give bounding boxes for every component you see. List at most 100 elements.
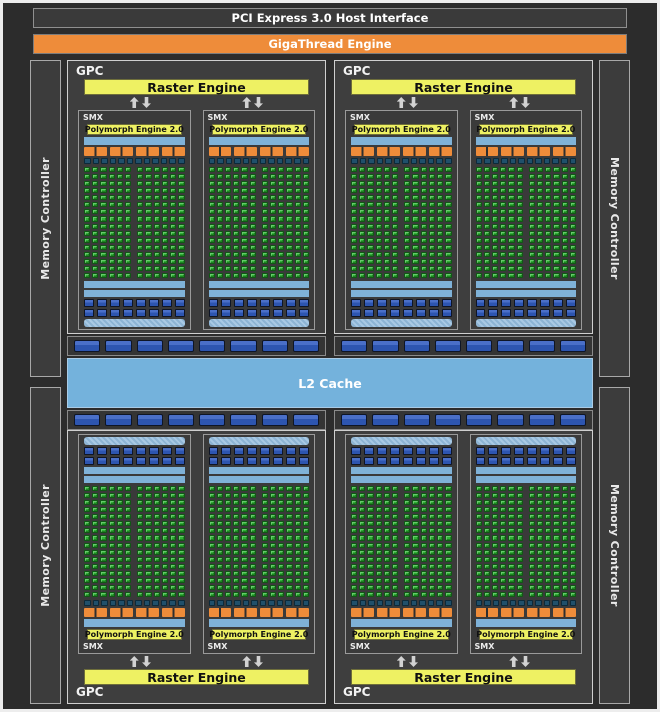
up-down-arrows <box>242 656 263 667</box>
texture-unit-seg <box>247 299 257 307</box>
cuda-core <box>217 188 223 193</box>
cuda-core <box>209 535 215 540</box>
warp-scheduler-seg <box>351 608 374 617</box>
cuda-core <box>241 543 247 548</box>
cuda-core <box>162 493 168 498</box>
cuda-core <box>492 486 498 491</box>
texture-unit-seg <box>488 457 498 465</box>
register-file-seg <box>84 158 91 164</box>
warp-scheduler-seg <box>429 147 452 156</box>
texture-unit-seg <box>299 457 309 465</box>
cuda-core <box>517 500 523 505</box>
cuda-core <box>421 514 427 519</box>
register-file-seg <box>445 600 452 606</box>
cuda-core <box>92 514 98 519</box>
texture-unit-seg <box>514 447 524 455</box>
cuda-core <box>429 585 435 590</box>
cuda-core <box>404 514 410 519</box>
cuda-core <box>384 209 390 214</box>
register-file-seg <box>294 158 301 164</box>
cuda-core <box>404 259 410 264</box>
crossbar-seg <box>293 414 319 426</box>
cuda-core <box>545 174 551 179</box>
cuda-core <box>376 592 382 597</box>
cuda-core <box>517 188 523 193</box>
l1-cache-bar <box>351 290 452 297</box>
register-file-seg <box>385 158 392 164</box>
cuda-core <box>117 571 123 576</box>
pci-host-interface-bar: PCI Express 3.0 Host Interface <box>33 8 627 28</box>
cuda-core <box>154 550 160 555</box>
crossbar-seg <box>293 340 319 352</box>
cuda-core <box>100 224 106 229</box>
cuda-core <box>241 238 247 243</box>
cuda-core <box>145 224 151 229</box>
cuda-core <box>162 486 168 491</box>
texture-unit-seg <box>175 309 185 317</box>
cuda-core <box>225 209 231 214</box>
cuda-core <box>392 500 398 505</box>
crossbar-segment-group <box>67 336 326 356</box>
cuda-core <box>562 167 568 172</box>
cuda-core <box>508 535 514 540</box>
cuda-core <box>545 181 551 186</box>
cuda-core <box>109 231 115 236</box>
cuda-core <box>100 245 106 250</box>
cuda-core <box>384 252 390 257</box>
cuda-core <box>500 550 506 555</box>
cuda-core <box>100 252 106 257</box>
cuda-core <box>545 195 551 200</box>
cuda-core <box>421 216 427 221</box>
cuda-core <box>154 543 160 548</box>
cuda-core <box>570 238 576 243</box>
cuda-core <box>570 202 576 207</box>
cuda-core <box>351 174 357 179</box>
cuda-core <box>286 550 292 555</box>
polymorph-engine-bar: Polymorph Engine 2.0 <box>354 124 449 135</box>
cuda-core <box>384 245 390 250</box>
texture-unit-seg <box>84 457 94 465</box>
cuda-core <box>351 273 357 278</box>
cuda-core <box>484 543 490 548</box>
texture-unit-seg <box>110 299 120 307</box>
cuda-core <box>145 245 151 250</box>
cuda-core <box>125 188 131 193</box>
cuda-core <box>517 507 523 512</box>
memory-controller: Memory Controller <box>30 60 61 377</box>
texture-unit-seg <box>299 309 309 317</box>
cuda-core <box>233 245 239 250</box>
cuda-core <box>562 209 568 214</box>
cuda-core <box>517 266 523 271</box>
cuda-core <box>137 493 143 498</box>
cuda-core <box>508 202 514 207</box>
cuda-core <box>517 521 523 526</box>
cuda-core <box>437 550 443 555</box>
cuda-core <box>529 578 535 583</box>
cuda-core <box>178 493 184 498</box>
cuda-core <box>553 592 559 597</box>
cuda-core <box>233 167 239 172</box>
cuda-core <box>170 259 176 264</box>
cuda-core <box>412 486 418 491</box>
cuda-core <box>250 514 256 519</box>
texture-unit-seg <box>273 457 283 465</box>
texture-unit-seg <box>149 457 159 465</box>
texture-unit-seg <box>566 447 576 455</box>
cuda-core <box>545 557 551 562</box>
cuda-core <box>154 195 160 200</box>
register-file-seg <box>368 158 375 164</box>
cuda-core <box>209 231 215 236</box>
cuda-core <box>476 259 482 264</box>
cuda-core <box>109 195 115 200</box>
cuda-core <box>570 564 576 569</box>
cuda-core <box>484 571 490 576</box>
cuda-core <box>392 224 398 229</box>
texture-unit-seg <box>540 457 550 465</box>
cuda-core <box>421 578 427 583</box>
cuda-core <box>295 507 301 512</box>
cuda-core <box>162 592 168 597</box>
cuda-core-grid <box>476 167 577 278</box>
up-arrow-icon <box>242 656 251 667</box>
gigathread-engine-bar: GigaThread Engine <box>33 34 627 54</box>
cuda-core <box>109 550 115 555</box>
